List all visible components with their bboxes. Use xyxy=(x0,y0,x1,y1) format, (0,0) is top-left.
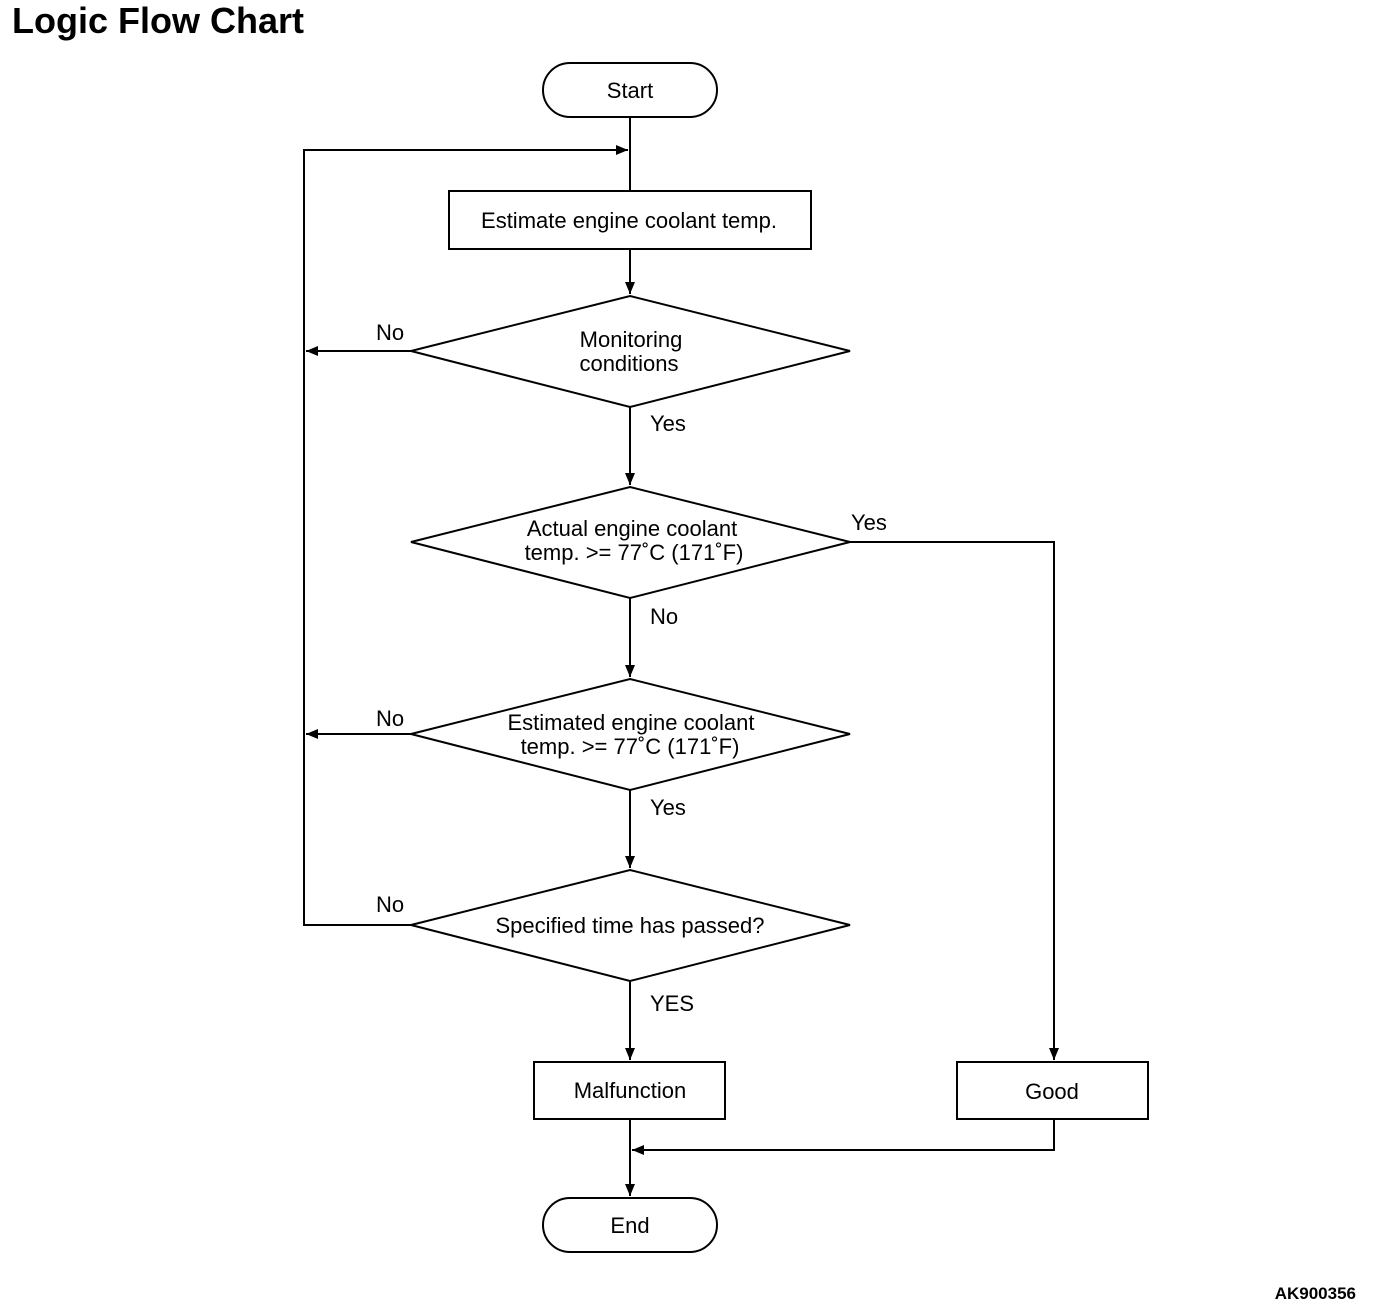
estimated-label-1: Estimated engine coolant xyxy=(507,710,754,735)
time-no-label: No xyxy=(376,892,404,917)
good-process xyxy=(956,1061,1149,1120)
figure-id: AK900356 xyxy=(1274,1284,1356,1303)
actual-no-label: No xyxy=(650,604,678,629)
connector-actual-good xyxy=(850,541,1059,1060)
estimated-yes-label: Yes xyxy=(650,795,686,820)
end-label: End xyxy=(610,1213,649,1238)
actual-yes-label: Yes xyxy=(851,510,887,535)
monitoring-label-1: Monitoring xyxy=(580,327,683,352)
actual-label-2: temp. >= 77˚C (171˚F) xyxy=(525,540,744,565)
good-label: Good xyxy=(1025,1079,1079,1104)
malfunction-label: Malfunction xyxy=(574,1078,687,1103)
monitoring-label-2: conditions xyxy=(579,351,678,376)
actual-label-1: Actual engine coolant xyxy=(527,516,737,541)
connector-loop-back xyxy=(303,145,628,926)
monitoring-no-label: No xyxy=(376,320,404,345)
time-passed-label: Specified time has passed? xyxy=(495,913,764,938)
start-label: Start xyxy=(607,78,653,103)
monitoring-yes-label: Yes xyxy=(650,411,686,436)
estimate-label: Estimate engine coolant temp. xyxy=(481,208,777,233)
estimated-no-label: No xyxy=(376,706,404,731)
malfunction-process xyxy=(533,1061,726,1120)
connector-good-end xyxy=(632,1119,1055,1155)
end-terminal xyxy=(542,1197,718,1253)
page-title: Logic Flow Chart xyxy=(12,0,304,41)
time-yes-label: YES xyxy=(650,991,694,1016)
estimated-label-2: temp. >= 77˚C (171˚F) xyxy=(521,734,740,759)
